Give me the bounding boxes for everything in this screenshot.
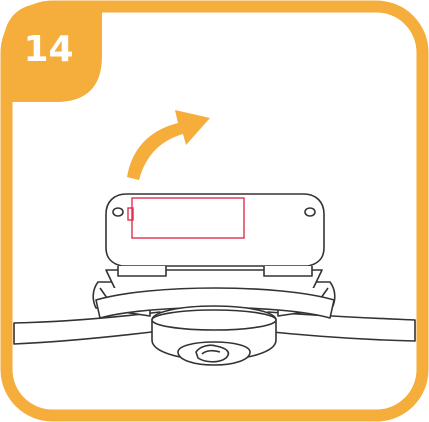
- strap-band: [95, 287, 335, 319]
- strap: [13, 311, 416, 345]
- screw-hole-left: [112, 207, 124, 217]
- step-badge-shape: [3, 3, 102, 102]
- battery-outline-icon: [127, 197, 245, 239]
- step-badge: 14: [3, 3, 102, 102]
- lift-arrow-icon: [127, 110, 210, 180]
- device-body: [105, 193, 325, 277]
- step-number: 14: [23, 29, 74, 70]
- dial-knob: [151, 305, 277, 366]
- screw-hole-right: [304, 207, 316, 217]
